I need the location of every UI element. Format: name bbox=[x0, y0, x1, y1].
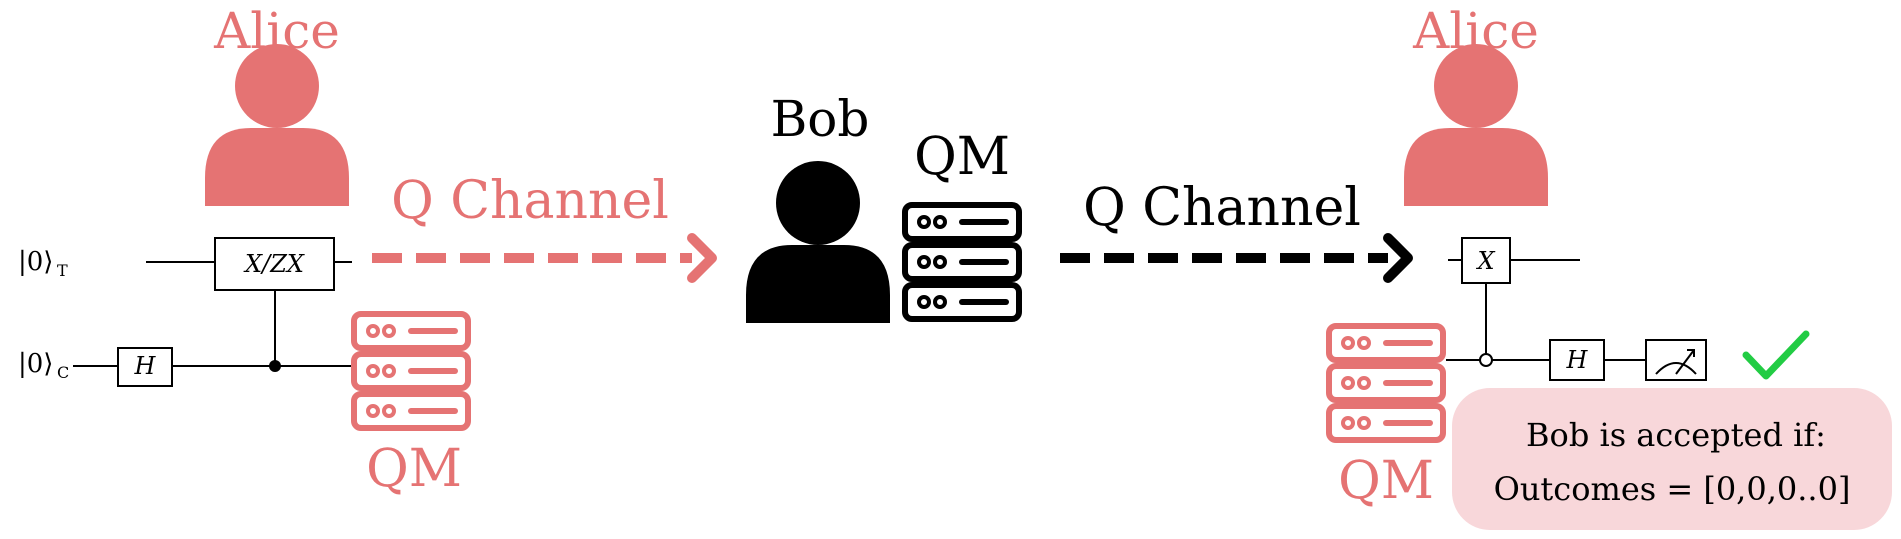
q-channel-arrow-left bbox=[372, 233, 717, 283]
bob-person-icon bbox=[746, 161, 890, 323]
xzx-gate: X/ZX bbox=[214, 237, 335, 291]
bob-label: Bob bbox=[771, 90, 870, 148]
acceptance-line-2: Outcomes = [0,0,0..0] bbox=[1494, 470, 1851, 508]
svg-text:H: H bbox=[134, 352, 157, 380]
qm-label-middle: QM bbox=[914, 127, 1010, 187]
svg-text:X: X bbox=[1475, 247, 1495, 275]
q-channel-label-left: Q Channel bbox=[391, 171, 669, 231]
ket-c-label: |0⟩ C bbox=[18, 349, 69, 382]
alice-person-icon-right bbox=[1404, 44, 1548, 206]
acceptance-condition-box: Bob is accepted if: Outcomes = [0,0,0..0… bbox=[1452, 388, 1892, 530]
svg-text:H: H bbox=[1566, 346, 1589, 374]
acceptance-line-1: Bob is accepted if: bbox=[1526, 416, 1826, 454]
svg-text:|0⟩: |0⟩ bbox=[18, 349, 53, 379]
q-channel-label-right: Q Channel bbox=[1083, 178, 1361, 238]
open-control-dot-right bbox=[1479, 353, 1493, 367]
h-gate-right: H bbox=[1549, 339, 1605, 381]
svg-text:T: T bbox=[57, 261, 68, 280]
ket-t-label: |0⟩ T bbox=[18, 247, 68, 280]
svg-text:X/ZX: X/ZX bbox=[243, 250, 305, 278]
svg-text:|0⟩: |0⟩ bbox=[18, 247, 53, 277]
quantum-memory-server-icon-left bbox=[354, 314, 468, 428]
qm-label-left: QM bbox=[366, 439, 462, 499]
q-channel-arrow-right bbox=[1060, 233, 1413, 283]
measurement-meter-icon bbox=[1645, 339, 1707, 381]
quantum-memory-server-icon-middle bbox=[905, 205, 1019, 319]
checkmark-icon bbox=[1742, 330, 1810, 380]
control-dot-left bbox=[269, 360, 281, 372]
alice-person-icon-left bbox=[205, 44, 349, 206]
qm-label-right: QM bbox=[1338, 451, 1434, 511]
svg-text:C: C bbox=[57, 363, 69, 382]
x-gate-right: X bbox=[1461, 237, 1511, 284]
quantum-memory-server-icon-right bbox=[1329, 326, 1443, 440]
h-gate-left: H bbox=[117, 347, 173, 387]
